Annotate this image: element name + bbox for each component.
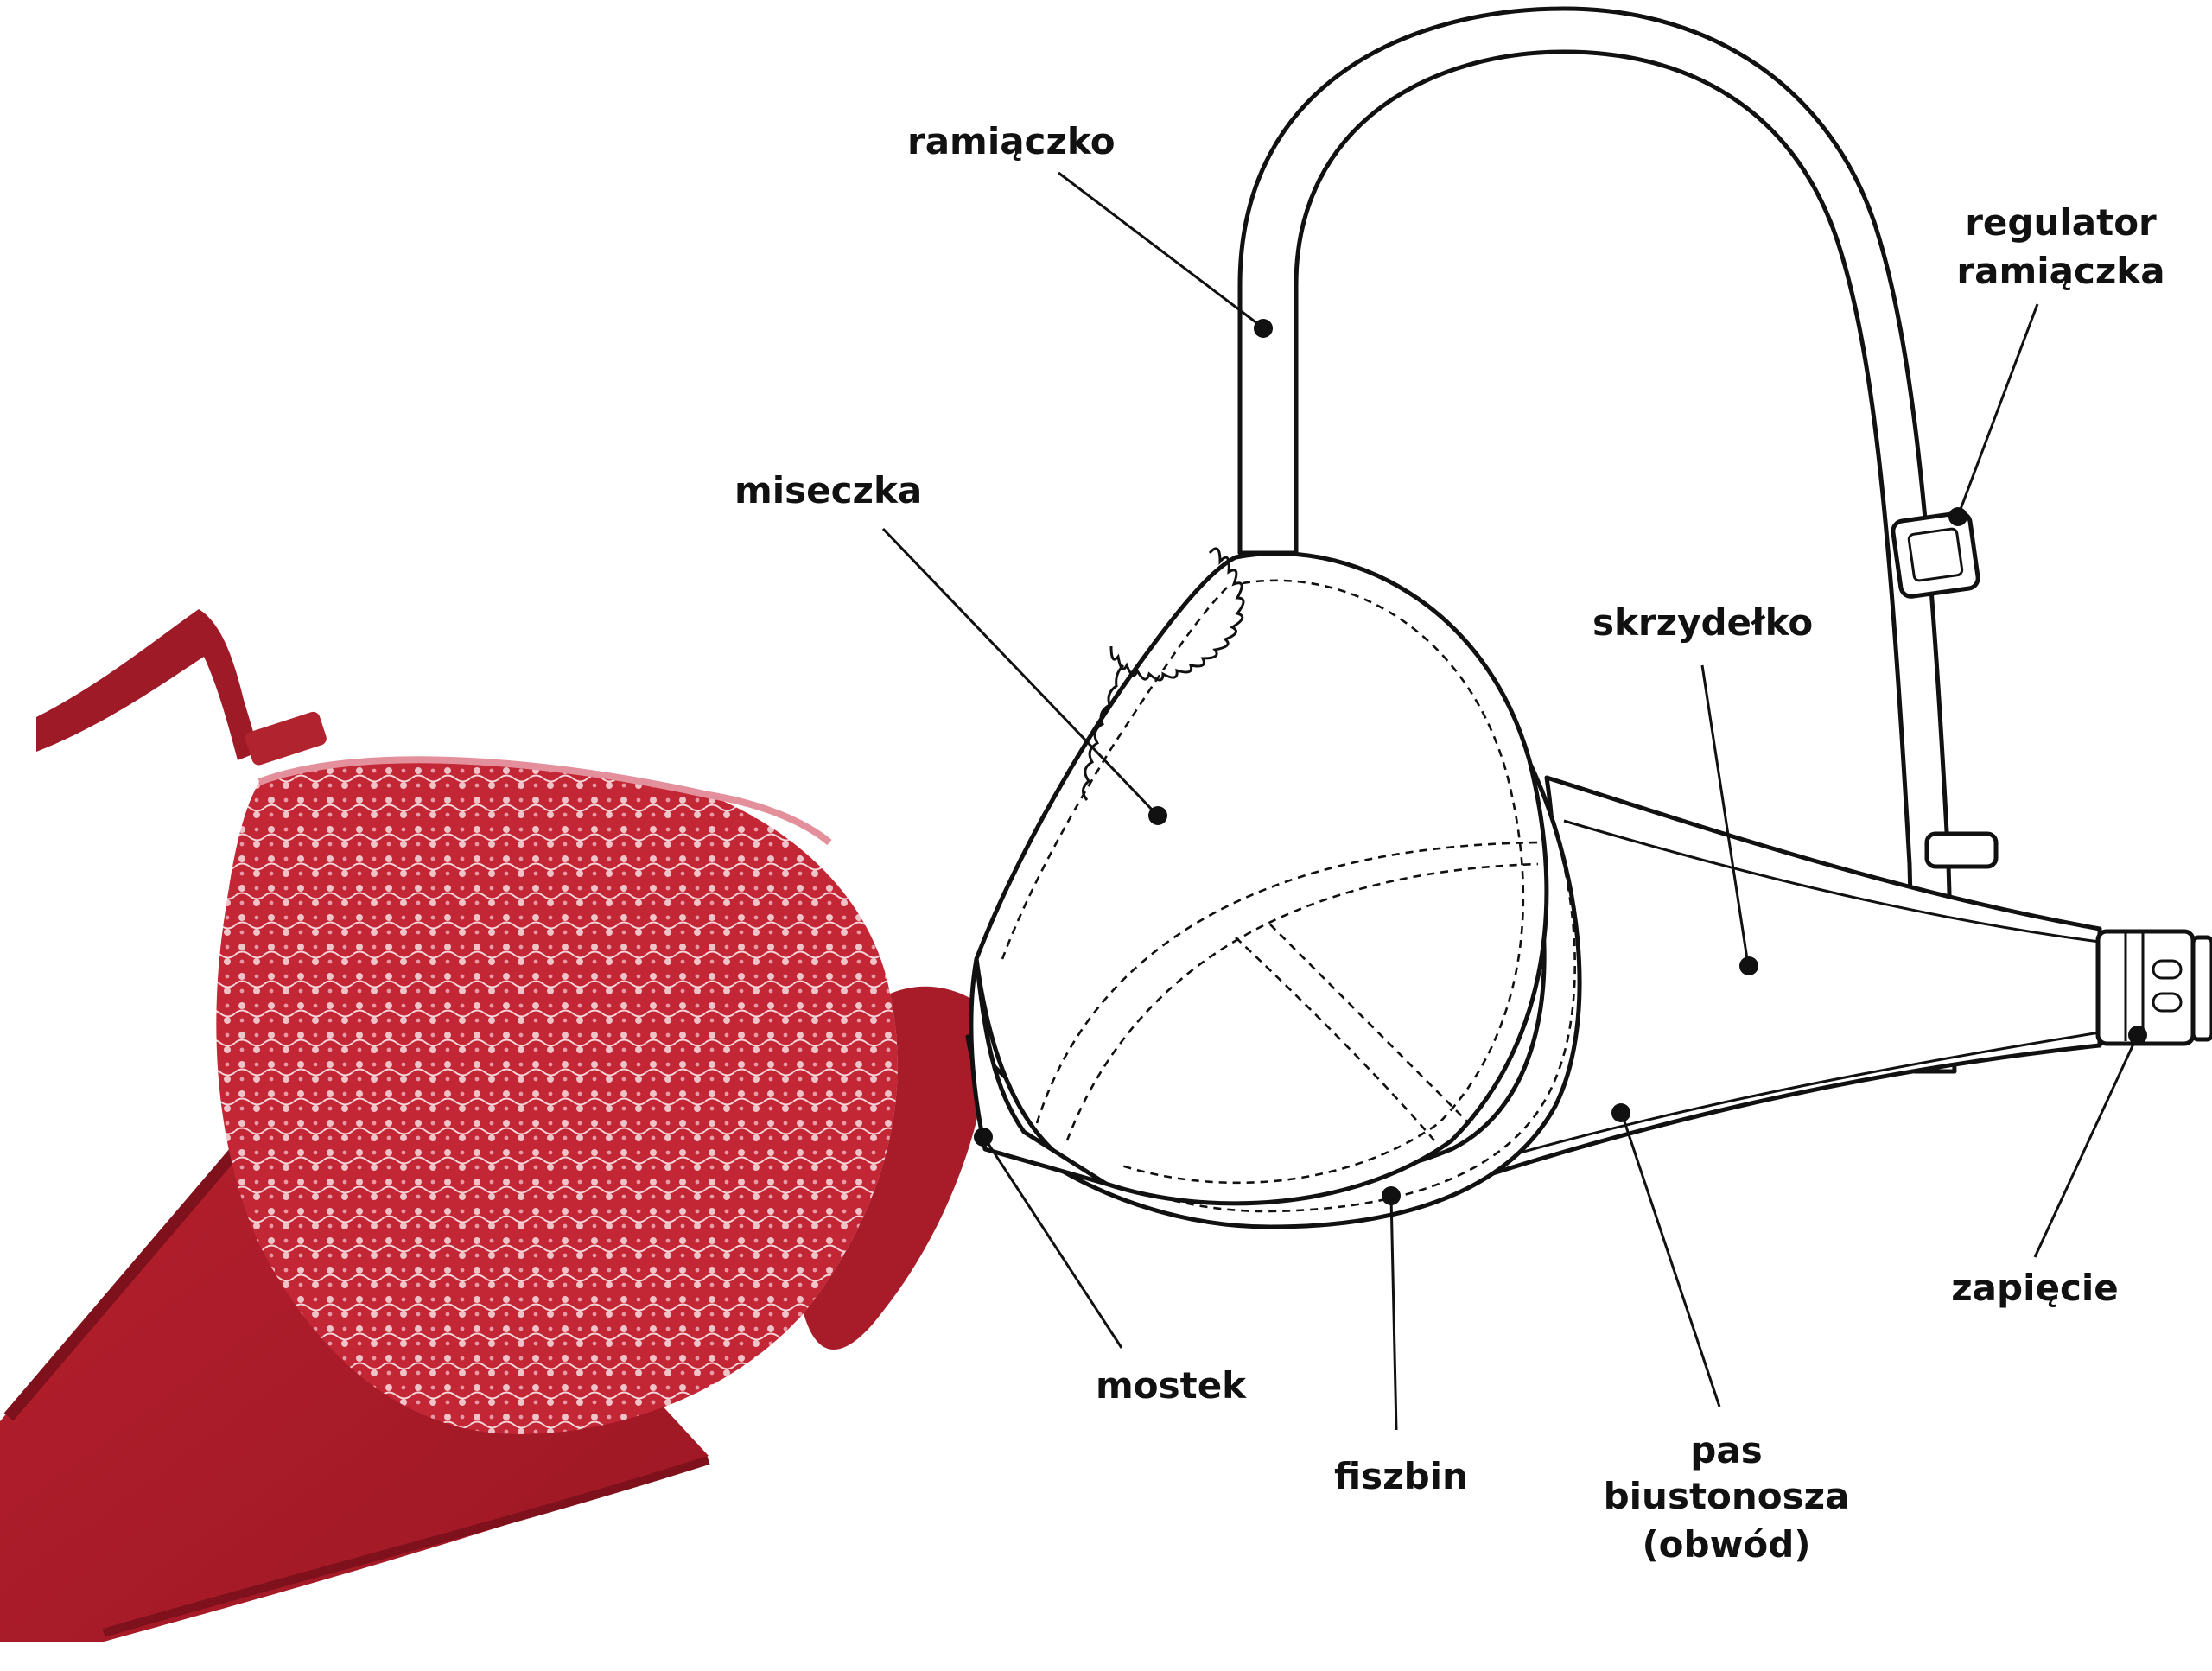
- dot-strap-adjuster: [1948, 507, 1967, 526]
- red-bra-photo: [0, 609, 990, 1642]
- label-strap-adjuster-2: ramiączka: [1956, 250, 2164, 292]
- photo-strap: [36, 609, 259, 760]
- leader-underwire: [1389, 1195, 1398, 1431]
- photo-strap-slider: [245, 711, 327, 766]
- bra-line-drawing: [965, 6, 2212, 1229]
- lace-scallop-edge: [1109, 547, 1245, 682]
- strap-adjuster-icon: [1891, 511, 1980, 599]
- leader-clasp: [2033, 1038, 2138, 1258]
- leader-bridge: [983, 1138, 1123, 1349]
- leader-cup: [881, 527, 1156, 814]
- dot-wing: [1739, 956, 1758, 975]
- dot-strap: [1254, 319, 1273, 338]
- label-clasp: zapięcie: [1951, 1267, 2119, 1309]
- leader-wing: [1700, 664, 1749, 960]
- leader-band: [1621, 1115, 1721, 1407]
- dot-clasp: [2128, 1026, 2147, 1045]
- strap-slider-icon: [1924, 831, 1999, 869]
- label-underwire: fiszbin: [1334, 1455, 1468, 1497]
- leader-strap-adjuster: [1958, 303, 2039, 512]
- label-bridge: mostek: [1096, 1364, 1247, 1407]
- dot-bridge: [974, 1128, 993, 1147]
- label-strap-adjuster-1: regulator: [1965, 201, 2157, 244]
- photo-lace-cup: [216, 759, 898, 1434]
- bridge-outline: [969, 956, 1109, 1186]
- dot-cup: [1148, 806, 1167, 825]
- leader-strap: [1058, 171, 1262, 328]
- label-band-1: pas: [1690, 1429, 1762, 1471]
- dot-band: [1611, 1103, 1630, 1122]
- photo-cup-side: [804, 986, 990, 1350]
- label-strap: ramiączko: [907, 120, 1116, 162]
- callouts: ramiączko regulator ramiączka miseczka s…: [734, 120, 2165, 1566]
- label-cup: miseczka: [734, 469, 922, 511]
- label-band-2: biustonosza: [1604, 1475, 1850, 1517]
- cup-outline: [974, 551, 1549, 1206]
- dot-underwire: [1382, 1186, 1401, 1205]
- label-band-3: (obwód): [1642, 1523, 1810, 1566]
- clasp-hooks: [2095, 929, 2196, 1046]
- label-wing: skrzydełko: [1592, 601, 1813, 644]
